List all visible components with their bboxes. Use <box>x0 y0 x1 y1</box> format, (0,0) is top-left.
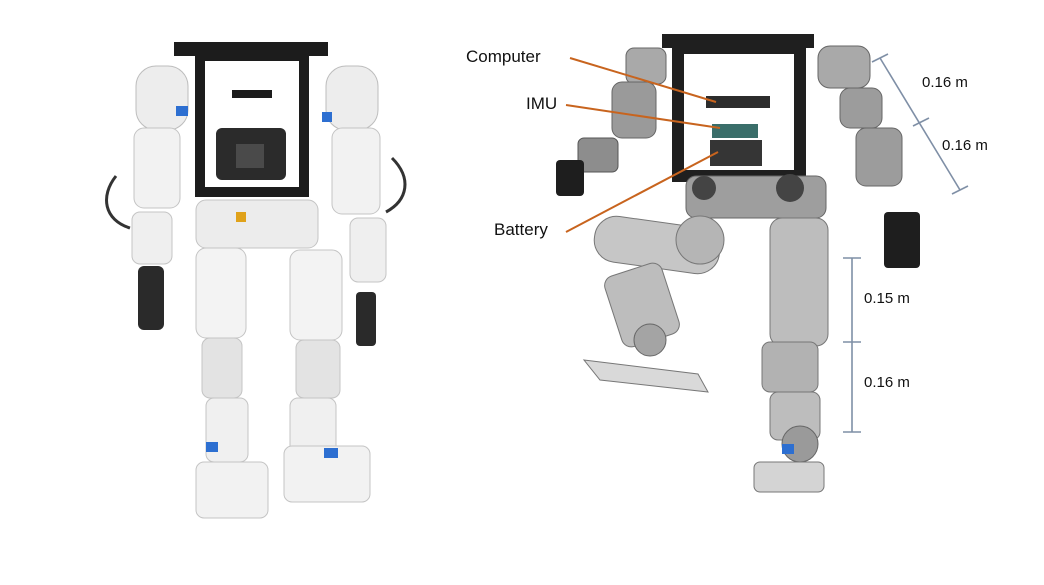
arm-lower-dimension: 0.16 m <box>942 137 988 154</box>
callout-lines <box>565 57 721 233</box>
imu-label: IMU <box>526 94 558 113</box>
robot-cad-render <box>556 34 920 493</box>
computer-label: Computer <box>466 47 541 66</box>
battery-callout-line <box>565 151 719 233</box>
leg-lower-dimension: 0.16 m <box>864 374 910 391</box>
computer-callout-line <box>569 57 717 103</box>
dimension-lines <box>843 53 969 433</box>
robot-photo <box>105 42 407 519</box>
arm-upper-dimension: 0.16 m <box>922 74 968 91</box>
battery-label: Battery <box>494 220 548 239</box>
leg-upper-dimension: 0.15 m <box>864 290 910 307</box>
imu-callout-line <box>565 104 721 129</box>
